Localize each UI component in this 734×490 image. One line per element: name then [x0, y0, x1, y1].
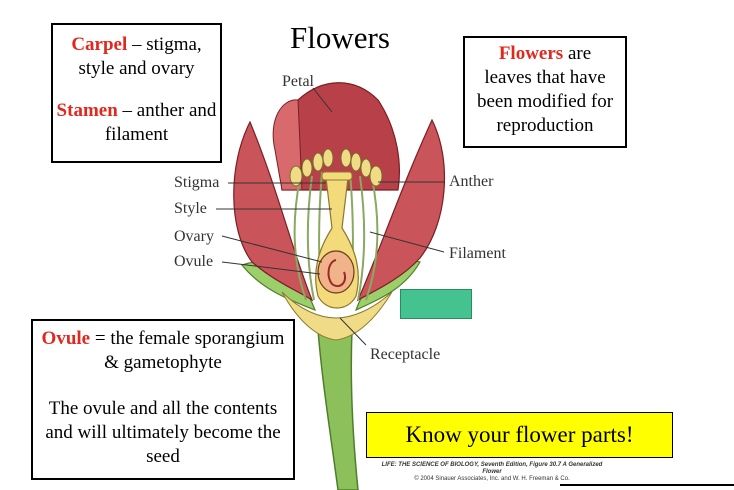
ovule-term: Ovule: [41, 328, 91, 349]
stamen-definition: Stamen – anther and filament: [53, 99, 220, 147]
know-flower-parts-banner: Know your flower parts!: [366, 412, 673, 458]
anthers: [289, 148, 383, 187]
carpel-stamen-box: Carpel – stigma, style and ovary Stamen …: [51, 23, 222, 163]
credit-line-1: LIFE: THE SCIENCE OF BIOLOGY, Seventh Ed…: [381, 462, 603, 475]
stem: [317, 329, 359, 490]
slide-title: Flowers: [290, 20, 390, 55]
ovule-seed-note: The ovule and all the contents and will …: [45, 398, 281, 467]
bottom-right-rule: [560, 484, 734, 486]
label-ovule: Ovule: [174, 253, 214, 270]
stamen-term: Stamen: [56, 100, 118, 121]
ovule-text: = the female sporangium & gametophyte: [90, 328, 285, 373]
figure-credit: LIFE: THE SCIENCE OF BIOLOGY, Seventh Ed…: [372, 462, 612, 483]
petal-right: [356, 118, 446, 302]
blank-label-box: [400, 289, 472, 319]
petal-left: [233, 120, 314, 302]
carpel-definition: Carpel – stigma, style and ovary: [53, 33, 220, 81]
label-anther: Anther: [449, 173, 494, 190]
label-ovary: Ovary: [174, 228, 214, 245]
label-style: Style: [174, 200, 207, 217]
ovule-inner: [327, 259, 346, 288]
label-receptacle: Receptacle: [370, 346, 441, 363]
ovule-shape: [317, 250, 355, 294]
label-petal: Petal: [282, 73, 314, 90]
label-stigma: Stigma: [174, 174, 220, 191]
stigma-top: [321, 171, 353, 181]
receptacle: [281, 291, 393, 341]
ovule-definition: Ovule = the female sporangium & gametoph…: [39, 327, 287, 375]
stamen-text: – anther and filament: [104, 100, 217, 145]
carpel-term: Carpel: [71, 34, 128, 55]
flowers-definition-box: Flowers are leaves that have been modifi…: [463, 36, 627, 148]
carpel-text: – stigma, style and ovary: [78, 34, 202, 79]
credit-line-2: © 2004 Sinauer Associates, Inc. and W. H…: [414, 476, 570, 482]
leader-lines: [216, 87, 445, 346]
flowers-text: are leaves that have been modified for r…: [476, 43, 614, 136]
label-filament: Filament: [449, 245, 506, 262]
flowers-term: Flowers: [498, 43, 564, 64]
ovule-definition-box: Ovule = the female sporangium & gametoph…: [31, 319, 295, 480]
